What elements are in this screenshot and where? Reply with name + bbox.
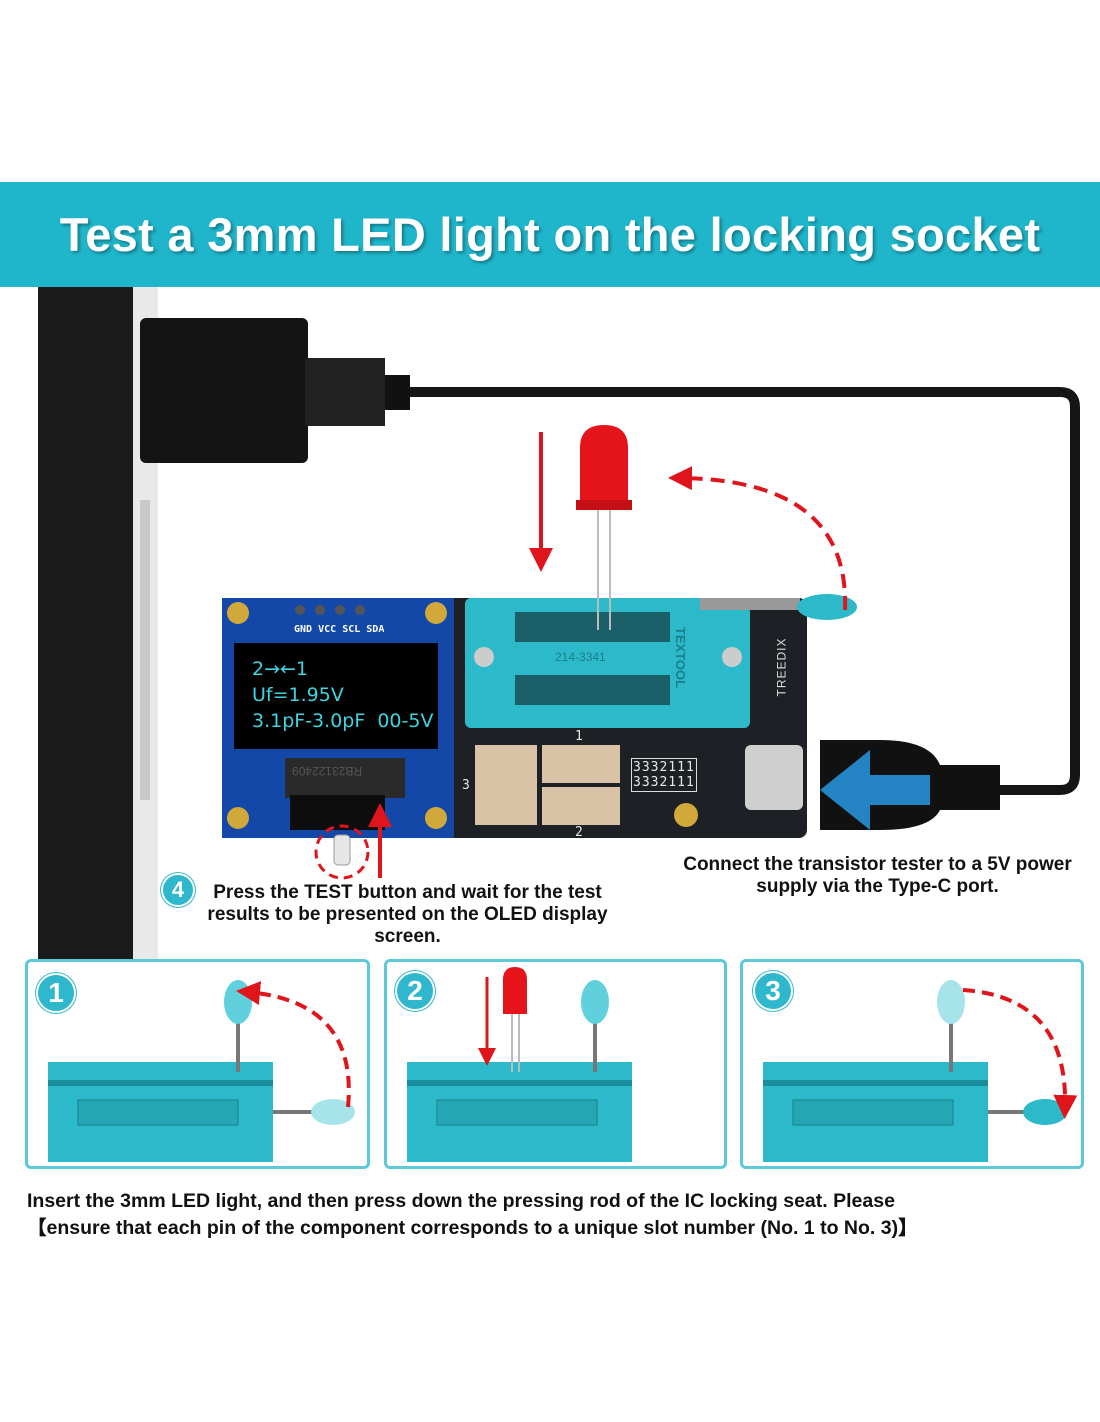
red-led: [576, 425, 632, 630]
brand-label: TREEDIX: [774, 637, 789, 697]
step-panel-1: [25, 959, 370, 1169]
slot-label-3: 3: [462, 778, 470, 793]
instructions-line-2: 【ensure that each pin of the component c…: [27, 1217, 918, 1239]
socket-lever-up-illustration: [48, 980, 355, 1162]
instructions-footer: Insert the 3mm LED light, and then press…: [27, 1188, 1087, 1242]
pin-vcc: VCC: [318, 624, 337, 635]
step-4-caption: Press the TEST button and wait for the t…: [207, 882, 608, 947]
tester-board: [222, 598, 807, 838]
slot-label-1: 1: [575, 729, 583, 744]
lever-knob: [797, 594, 857, 620]
test-button-highlight: [314, 824, 370, 880]
test-button: [333, 834, 351, 866]
page-title: Test a 3mm LED light on the locking sock…: [59, 208, 1041, 261]
lever-arrow: [668, 466, 848, 611]
slot-label-2: 2: [575, 825, 583, 840]
led-insert-illustration: [407, 967, 632, 1162]
socket-label: 214-3341: [555, 650, 606, 664]
pin-map: 3332111 3332111: [631, 758, 697, 792]
oled-line-capacitance: 3.1pF-3.0pF 00-5V: [252, 710, 434, 732]
usb-cable: [410, 387, 1080, 795]
step-4-badge: 4: [161, 873, 195, 907]
usb-charger: [140, 318, 410, 463]
socket-brand: TEXTOOL: [673, 626, 689, 689]
pin-map-row: 3332111: [633, 775, 695, 790]
step-1-badge: 1: [36, 973, 76, 1013]
step-panel-3: [740, 959, 1084, 1169]
instructions-line-1: Insert the 3mm LED light, and then press…: [27, 1190, 895, 1212]
display-code: RB23122409: [292, 764, 363, 778]
pin-sda: SDA: [366, 624, 385, 635]
socket-lever-down-illustration: [763, 980, 1078, 1162]
oled-line-voltage: Uf=1.95V: [252, 684, 344, 706]
pin-gnd: GND: [294, 624, 313, 635]
type-c-plug: [820, 740, 1000, 830]
step-2-badge: 2: [395, 971, 435, 1011]
oled-pin-labels: GND VCC SCL SDA: [294, 624, 384, 635]
oled-display: 2→←1 Uf=1.95V 3.1pF-3.0pF 00-5V: [252, 656, 433, 734]
step-panel-2: [384, 959, 727, 1169]
pin-map-row: 3332111: [633, 760, 695, 775]
pin-scl: SCL: [342, 624, 361, 635]
step-3-badge: 3: [753, 971, 793, 1011]
oled-line-pins: 2→←1: [252, 658, 309, 680]
typec-caption: Connect the transistor tester to a 5V po…: [683, 854, 1072, 897]
title-banner: Test a 3mm LED light on the locking sock…: [0, 182, 1100, 287]
